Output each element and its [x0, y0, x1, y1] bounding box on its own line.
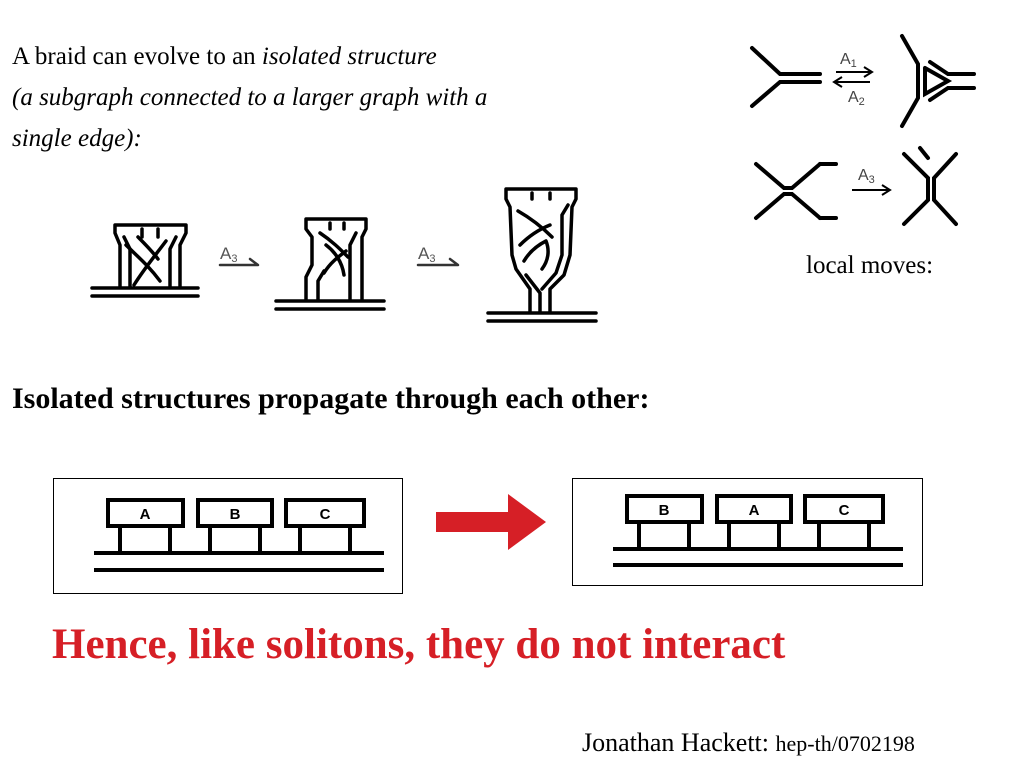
arrow-a3-second-label: A3	[418, 244, 435, 265]
move-label-a3: A	[858, 167, 869, 184]
move-a3-arrow: A3	[852, 167, 892, 196]
red-right-arrow-icon	[436, 494, 546, 550]
structure-box-2	[715, 494, 793, 551]
structure-label-2: A	[749, 502, 760, 519]
author-name: Jonathan Hackett:	[582, 728, 776, 757]
structure-box-2	[196, 498, 274, 555]
structure-box-3	[803, 494, 885, 551]
structure-box-1	[106, 498, 185, 555]
move-label-a2: A	[848, 89, 859, 106]
intro-line-2: (a subgraph connected to a larger graph …	[12, 84, 488, 111]
svg-text:A1: A1	[840, 51, 857, 70]
braid-stage-2	[274, 217, 386, 311]
before-panel: A B C	[53, 478, 403, 594]
intro-line-1: A braid can evolve to an isolated struct…	[12, 43, 437, 70]
arrow-a3-first	[218, 257, 260, 267]
before-structures-diagram: A B C	[94, 498, 384, 572]
vertex-y-graph	[750, 46, 822, 108]
structure-label-1: B	[659, 502, 670, 519]
structure-box-1	[625, 494, 704, 551]
structure-label-1: A	[140, 506, 151, 523]
conclusion-text: Hence, like solitons, they do not intera…	[52, 621, 786, 668]
author-credit: Jonathan Hackett: hep-th/0702198	[582, 728, 915, 758]
arrow-a3-second	[416, 257, 460, 267]
structure-label-2: B	[230, 506, 241, 523]
structure-label-3: C	[839, 502, 850, 519]
move-a1-a2-arrows: A1 A2	[832, 51, 874, 108]
local-moves-diagram: A1 A2 A3	[750, 34, 976, 226]
arxiv-reference: hep-th/0702198	[775, 731, 915, 756]
braid-stage-3	[486, 187, 598, 323]
braid-stage-1	[90, 223, 200, 298]
svg-text:A3: A3	[858, 167, 875, 186]
structure-box-3	[284, 498, 366, 555]
intro-italic-term: isolated structure	[261, 43, 437, 70]
section-heading: Isolated structures propagate through ea…	[12, 382, 650, 415]
arrow-a3-first-label: A3	[220, 244, 237, 265]
triangle-graph	[900, 34, 976, 128]
intro-line-3: single edge):	[12, 125, 142, 152]
braid-evolution-diagram: A3 A3	[90, 187, 598, 323]
move-label-a1: A	[840, 51, 851, 68]
after-panel: B A C	[572, 478, 923, 586]
svg-text:A2: A2	[848, 89, 865, 108]
h-graph	[754, 162, 838, 220]
structure-label-3: C	[320, 506, 331, 523]
i-graph	[902, 146, 958, 226]
local-moves-label: local moves:	[806, 252, 934, 279]
intro-text: A braid can evolve to an isolated struct…	[12, 36, 487, 159]
after-structures-diagram: B A C	[613, 494, 903, 567]
